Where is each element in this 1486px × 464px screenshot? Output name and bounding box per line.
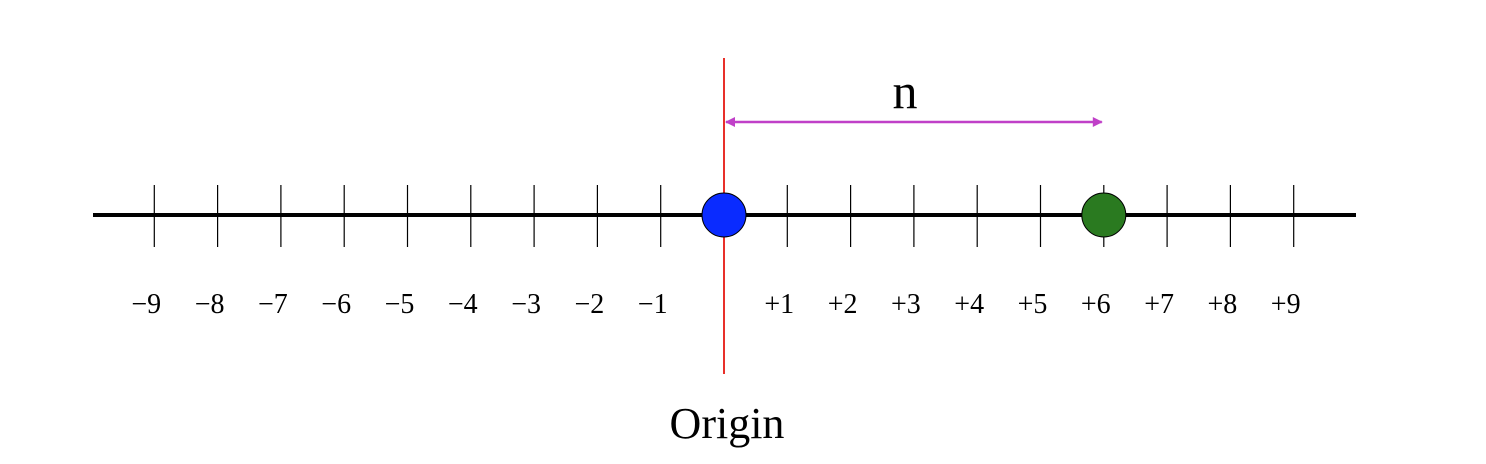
origin-point [701,192,747,238]
tick-labels: −9 −8 −7 −6 −5 −4 −3 −2 −1 +1 +2 +3 +4 +5 +6 +7 +8 +9 [131,289,1300,320]
origin-label: Origin [670,399,785,448]
tick-label: +3 [891,289,921,320]
tick-label: −5 [385,289,415,320]
tick-label: −7 [258,289,288,320]
tick-label: −9 [131,289,161,320]
marked-point [1081,192,1127,238]
tick-label: −4 [448,289,478,320]
tick-label: −2 [575,289,605,320]
tick-label: −8 [195,289,225,320]
tick-label: −6 [321,289,351,320]
distance-label: n [893,63,918,119]
tick-label: −3 [511,289,541,320]
tick-label: +7 [1144,289,1174,320]
tick-label: +6 [1081,289,1111,320]
tick-label: +9 [1271,289,1301,320]
tick-label: +4 [954,289,984,320]
tick-label: +5 [1018,289,1048,320]
tick-label: −1 [638,289,668,320]
tick-label: +1 [764,289,794,320]
tick-label: +2 [828,289,858,320]
tick-label: +8 [1208,289,1238,320]
